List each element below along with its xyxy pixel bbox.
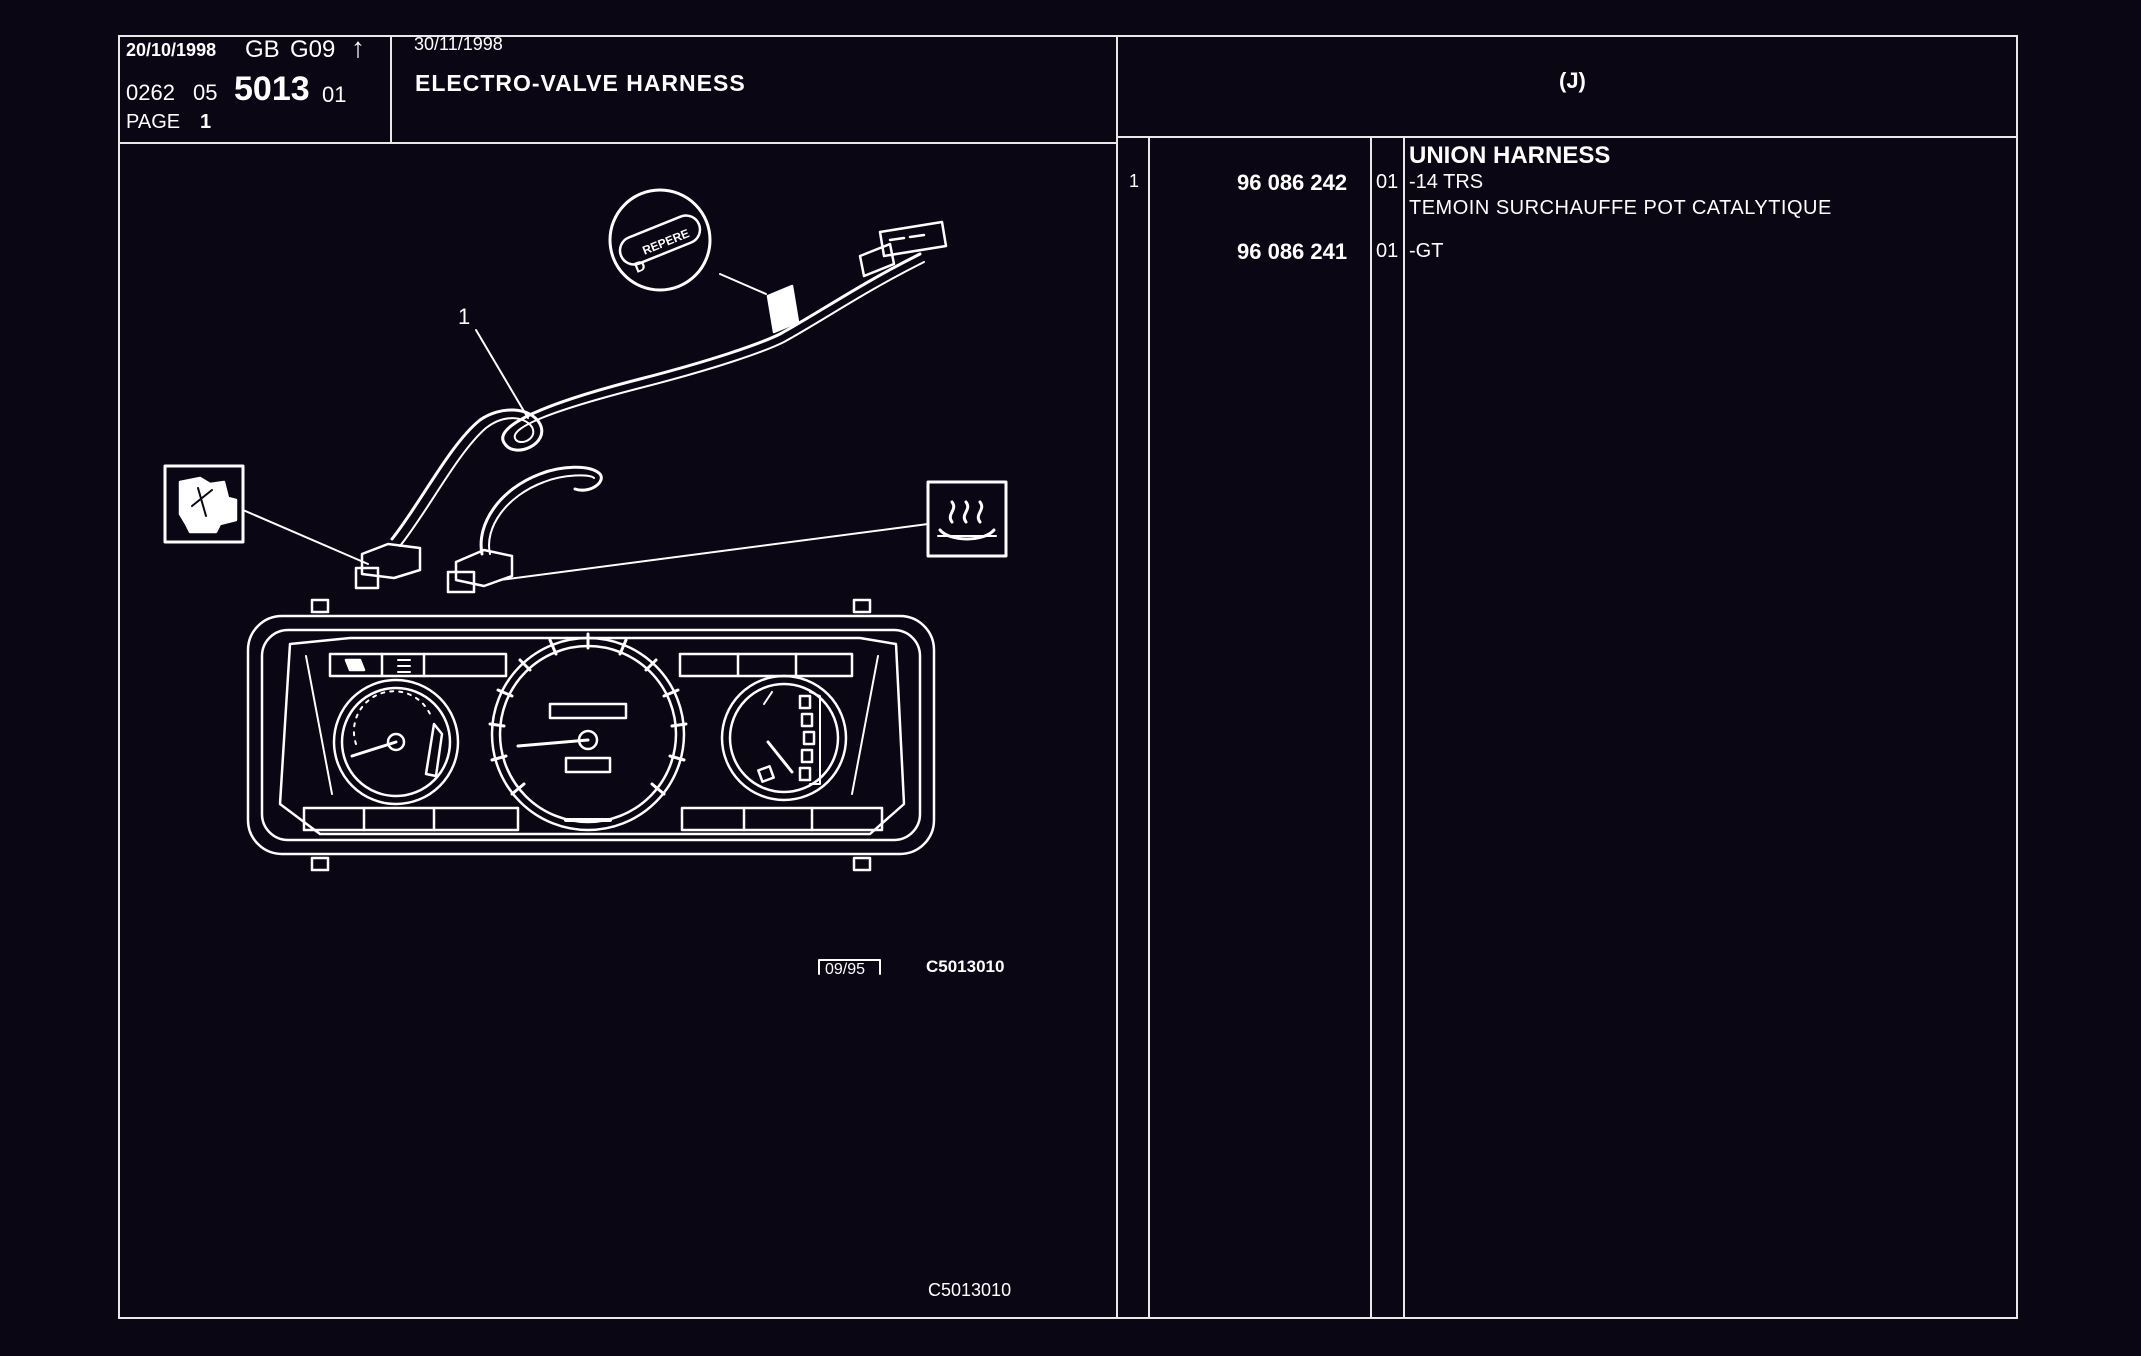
date-box-text: 09/95 <box>825 961 865 978</box>
table-col-number <box>1370 136 1372 1319</box>
row-variant: 01 <box>1376 171 1399 193</box>
instrument-cluster <box>246 598 936 872</box>
header-ref-main: 5013 <box>234 70 310 108</box>
date-box <box>818 959 881 975</box>
header-ref-b: 05 <box>193 80 218 105</box>
row-item: 1 <box>1129 171 1140 191</box>
header-ref-c: 01 <box>322 82 347 107</box>
engine-icon <box>163 464 369 565</box>
speedometer-ticks <box>488 632 688 796</box>
table-col-variant <box>1403 136 1405 1319</box>
callout-1 <box>475 329 529 419</box>
tag-zoom-circle <box>608 188 712 292</box>
harness-wire <box>390 252 925 556</box>
row-description-line: -14 TRS <box>1409 171 1484 193</box>
tag-clip <box>719 273 800 334</box>
row-part-number: 96 086 242 <box>1237 170 1348 195</box>
header-page-label: PAGE <box>126 111 181 133</box>
row-variant: 01 <box>1376 240 1399 262</box>
header-divider-left <box>390 35 392 143</box>
header-ref-a: 0262 <box>126 80 175 105</box>
figure-code: C5013010 <box>926 957 1004 976</box>
header-date-left: 20/10/1998 <box>126 40 217 60</box>
header-group: G09 <box>290 36 336 63</box>
column-code: (J) <box>1559 68 1586 93</box>
row-part-number: 96 086 241 <box>1237 239 1348 264</box>
header-arrow: ↑ <box>351 32 365 63</box>
header-lang: GB <box>245 36 280 63</box>
header-bottom-right <box>1116 136 2018 138</box>
row-description-line: TEMOIN SURCHAUFFE POT CATALYTIQUE <box>1409 197 1832 219</box>
table-col-item <box>1148 136 1150 1319</box>
footer-code: C5013010 <box>928 1280 1011 1300</box>
callout-number: 1 <box>458 304 470 329</box>
connector-right <box>446 548 514 594</box>
page-title: ELECTRO-VALVE HARNESS <box>415 70 746 96</box>
parts-group-title: UNION HARNESS <box>1409 142 1611 169</box>
end-connector <box>858 220 948 278</box>
header-bottom-left <box>118 142 1118 144</box>
header-date-right: 30/11/1998 <box>414 34 503 54</box>
harness-diagram: 1 D REPERE <box>163 188 1011 1300</box>
header-page-number: 1 <box>200 111 212 133</box>
panel-divider <box>1116 35 1118 1319</box>
catalytic-converter-heat-icon <box>499 480 1008 581</box>
connector-left <box>354 542 422 590</box>
page-frame <box>118 35 2018 1319</box>
row-description-line: -GT <box>1409 240 1444 262</box>
